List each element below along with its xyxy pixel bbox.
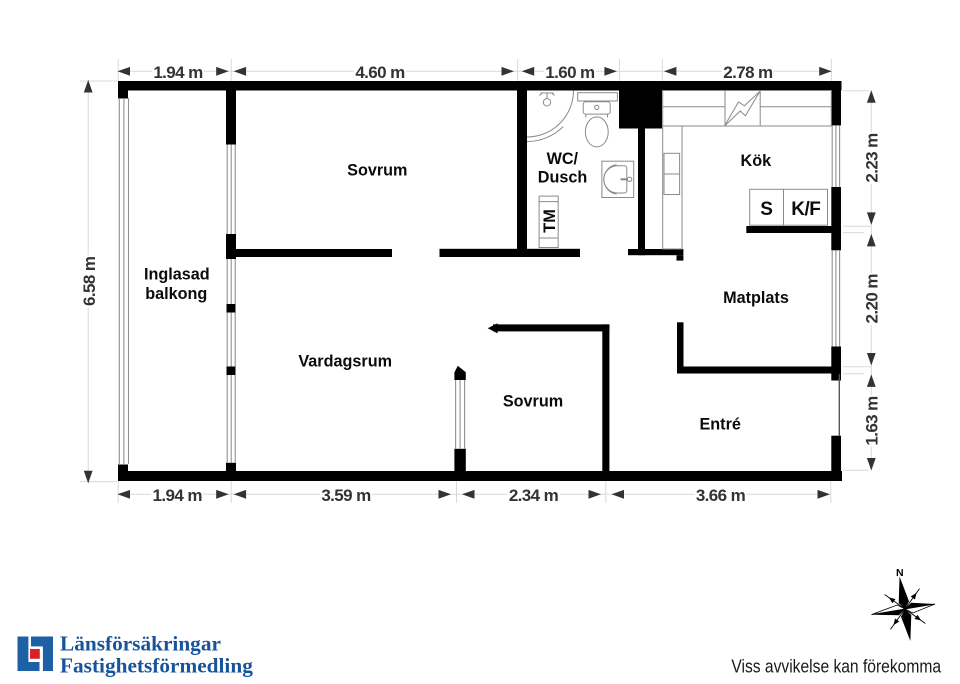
svg-text:S: S (760, 199, 773, 220)
svg-text:Sovrum: Sovrum (347, 161, 407, 179)
svg-text:4.60 m: 4.60 m (355, 63, 405, 82)
svg-text:6.58 m: 6.58 m (80, 256, 99, 306)
svg-text:N: N (896, 567, 904, 579)
svg-text:K/F: K/F (791, 199, 820, 220)
svg-text:balkong: balkong (145, 285, 207, 303)
svg-text:1.94 m: 1.94 m (153, 63, 203, 82)
svg-text:WC/: WC/ (547, 150, 579, 168)
svg-text:2.78 m: 2.78 m (723, 63, 773, 82)
svg-text:3.66 m: 3.66 m (696, 486, 746, 505)
svg-text:Sovrum: Sovrum (503, 393, 563, 411)
svg-text:3.59 m: 3.59 m (321, 486, 371, 505)
svg-text:1.63 m: 1.63 m (863, 396, 882, 446)
svg-text:Dusch: Dusch (538, 169, 587, 187)
svg-text:Viss avvikelse kan förekomma: Viss avvikelse kan förekomma (731, 655, 941, 677)
svg-text:1.60 m: 1.60 m (545, 63, 595, 82)
svg-text:Kök: Kök (741, 152, 773, 170)
svg-text:Länsförsäkringar: Länsförsäkringar (60, 632, 221, 656)
svg-text:TM: TM (541, 209, 559, 233)
svg-text:Matplats: Matplats (723, 289, 789, 307)
svg-text:Entré: Entré (700, 416, 741, 434)
svg-text:Inglasad: Inglasad (144, 265, 210, 283)
svg-text:Vardagsrum: Vardagsrum (298, 353, 392, 371)
svg-text:1.94 m: 1.94 m (153, 486, 203, 505)
svg-text:2.23 m: 2.23 m (863, 133, 882, 183)
svg-text:2.34 m: 2.34 m (509, 486, 559, 505)
svg-text:Fastighetsförmedling: Fastighetsförmedling (60, 654, 253, 678)
svg-text:2.20 m: 2.20 m (863, 274, 882, 324)
